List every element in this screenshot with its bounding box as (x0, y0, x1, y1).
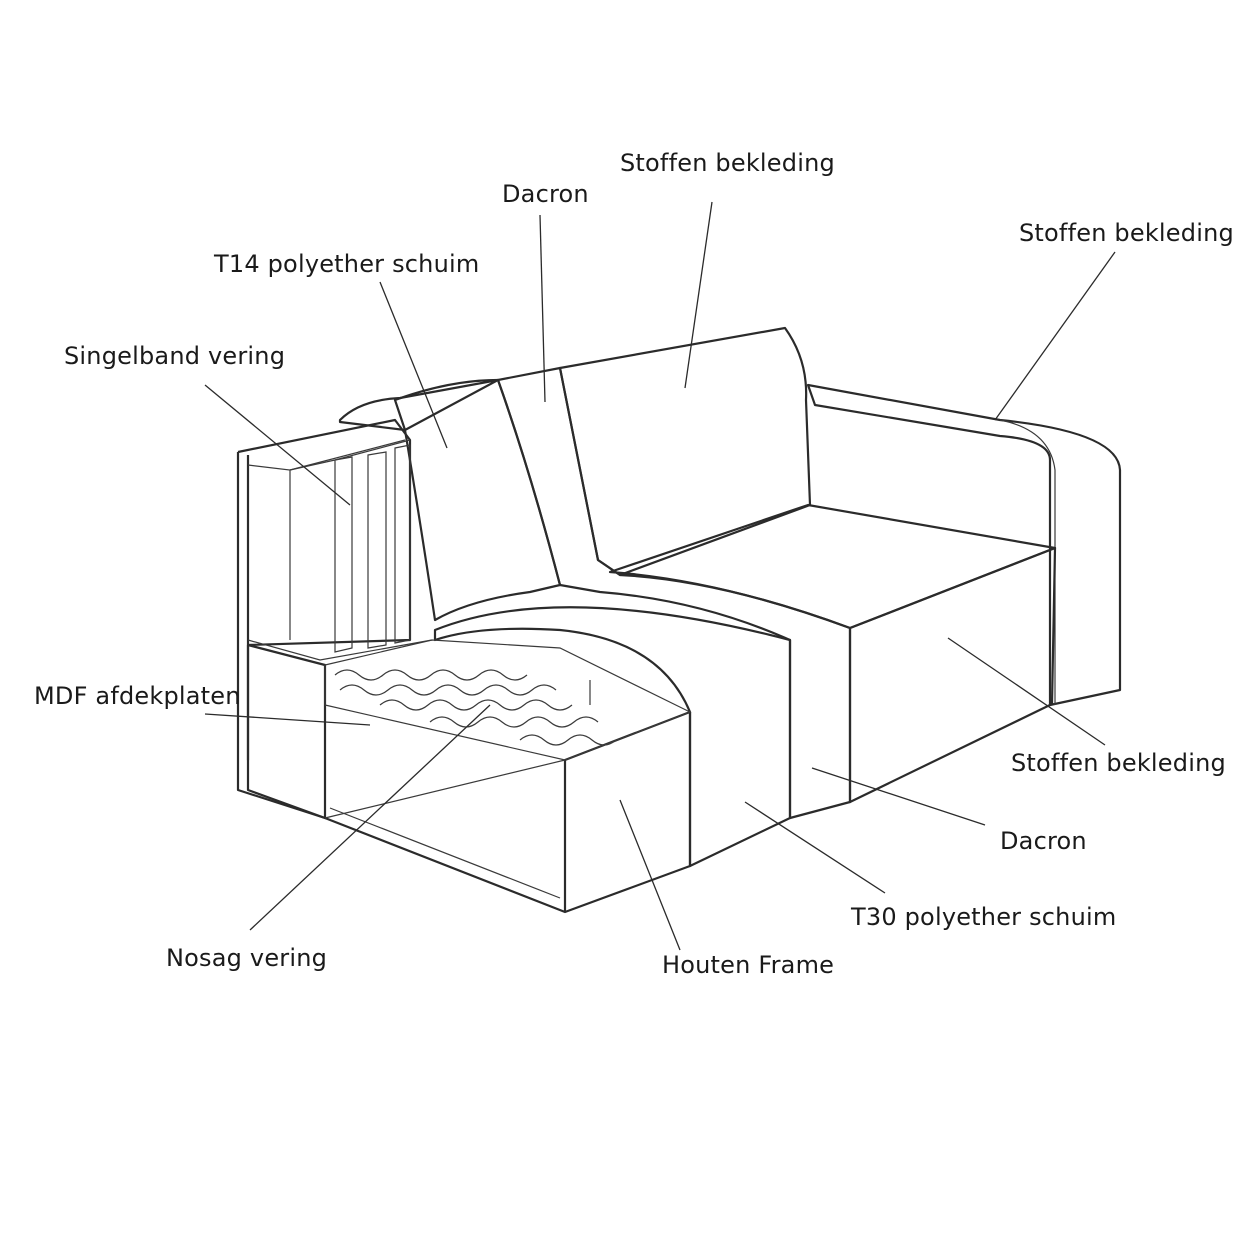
label-stoffen-bekleding-back: Stoffen bekleding (620, 149, 835, 177)
leader-singelband (204, 384, 351, 506)
dacron-layer (496, 366, 852, 820)
label-mdf-afdekplaten: MDF afdekplaten (34, 682, 241, 710)
t14-foam (338, 378, 562, 622)
leader-dacron-top (539, 214, 546, 403)
label-t14-polyether-schuim: T14 polyether schuim (213, 250, 479, 278)
seat-cushion (608, 503, 1057, 804)
label-singelband-vering: Singelband vering (64, 342, 285, 370)
label-t30-polyether-schuim: T30 polyether schuim (850, 903, 1116, 931)
singelband-straps (289, 439, 411, 653)
label-stoffen-bekleding-arm: Stoffen bekleding (1019, 219, 1234, 247)
leader-stoffen-seat (947, 637, 1106, 746)
leader-lines (204, 201, 1116, 951)
leader-t14 (379, 281, 448, 449)
back-cushion (558, 326, 812, 577)
label-houten-frame: Houten Frame (662, 951, 834, 979)
leader-t30 (744, 801, 886, 894)
leader-mdf (204, 713, 371, 726)
leader-dacron-bottom (811, 767, 986, 826)
armrest (806, 383, 1122, 707)
label-dacron-bottom: Dacron (1000, 827, 1087, 855)
t30-foam (433, 606, 792, 868)
leader-stoffen-arm (994, 251, 1116, 421)
label-dacron-top: Dacron (502, 180, 589, 208)
wooden-frame (236, 418, 692, 914)
leader-stoffen-back (684, 201, 713, 389)
leader-houten (619, 799, 681, 951)
label-nosag-vering: Nosag vering (166, 944, 327, 972)
nosag-springs (324, 639, 692, 761)
leader-nosag (249, 704, 491, 931)
labels: Stoffen bekleding Stoffen bekleding Dacr… (34, 149, 1234, 979)
label-stoffen-bekleding-seat: Stoffen bekleding (1011, 749, 1226, 777)
